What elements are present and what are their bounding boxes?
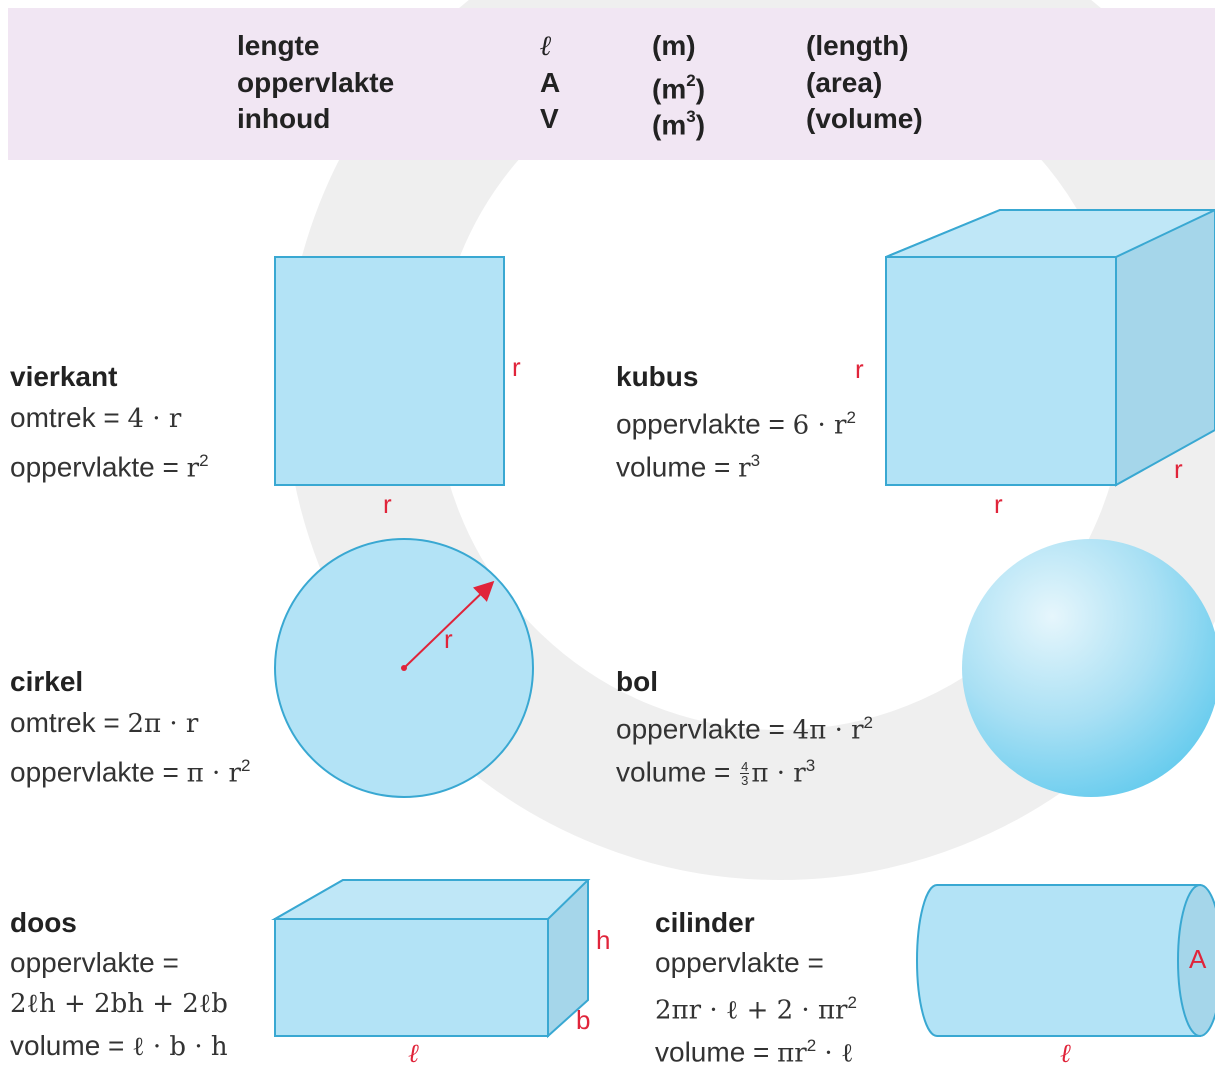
- cube-edge-label-bottom: r: [994, 489, 1003, 519]
- cylinder-title: cilinder: [655, 907, 755, 938]
- box-depth-label: b: [576, 1005, 591, 1035]
- header-symbol-area: A: [540, 67, 561, 98]
- square-perimeter-formula: omtrek = 4 · r: [10, 402, 182, 434]
- cylinder-shape: [916, 884, 1215, 1037]
- cylinder-volume-formula: volume = πr2 · ℓ: [655, 1036, 854, 1069]
- cylinder-length-label: ℓ: [1060, 1039, 1071, 1069]
- header-nl-volume: inhoud: [237, 103, 331, 134]
- square-side-label-right: r: [512, 352, 521, 382]
- header-nl-length: lengte: [237, 30, 320, 61]
- header-en-volume: (volume): [806, 103, 923, 134]
- cube-edge-label-depth: r: [1174, 454, 1183, 484]
- square-title: vierkant: [10, 361, 118, 392]
- box-shape: [271, 879, 591, 1039]
- cylinder-surface-label: oppervlakte =: [655, 947, 824, 978]
- cube-edge-label-left: r: [855, 354, 864, 384]
- circle-area-formula: oppervlakte = π · r2: [10, 756, 251, 789]
- circle-shape: [274, 538, 534, 798]
- header-en-length: (length): [806, 30, 909, 61]
- cube-volume-formula: volume = r3: [616, 451, 761, 484]
- quantities-header: [8, 8, 1215, 160]
- header-symbol-length: ℓ: [540, 29, 552, 62]
- square-shape: [274, 256, 505, 486]
- header-unit-volume: (m3): [652, 107, 706, 141]
- square-side-label-bottom: r: [383, 489, 392, 519]
- header-unit-area: (m2): [652, 71, 706, 105]
- box-surface-formula: 2ℓh + 2bh + 2ℓb: [10, 989, 228, 1019]
- cylinder-area-label: A: [1189, 944, 1207, 974]
- circle-title: cirkel: [10, 666, 84, 697]
- header-en-area: (area): [806, 67, 883, 98]
- box-height-label: h: [596, 925, 611, 955]
- header-symbol-volume: V: [540, 103, 559, 134]
- box-title: doos: [10, 907, 77, 938]
- cylinder-surface-formula: 2πr · ℓ + 2 · πr2: [655, 993, 857, 1026]
- cube-title: kubus: [616, 361, 699, 392]
- cube-shape: [885, 209, 1215, 487]
- header-unit-length: (m): [652, 30, 696, 61]
- sphere-title: bol: [616, 666, 658, 697]
- box-volume-formula: volume = ℓ · b · h: [10, 1030, 228, 1062]
- box-surface-label: oppervlakte =: [10, 947, 179, 978]
- cube-surface-formula: oppervlakte = 6 · r2: [616, 408, 856, 441]
- circle-radius-label: r: [444, 624, 453, 654]
- square-area-formula: oppervlakte = r2: [10, 451, 209, 484]
- circle-perimeter-formula: omtrek = 2π · r: [10, 707, 199, 739]
- sphere-surface-formula: oppervlakte = 4π · r2: [616, 713, 873, 746]
- sphere-shape: [962, 539, 1215, 797]
- box-length-label: ℓ: [408, 1039, 419, 1069]
- header-nl-area: oppervlakte: [237, 67, 395, 98]
